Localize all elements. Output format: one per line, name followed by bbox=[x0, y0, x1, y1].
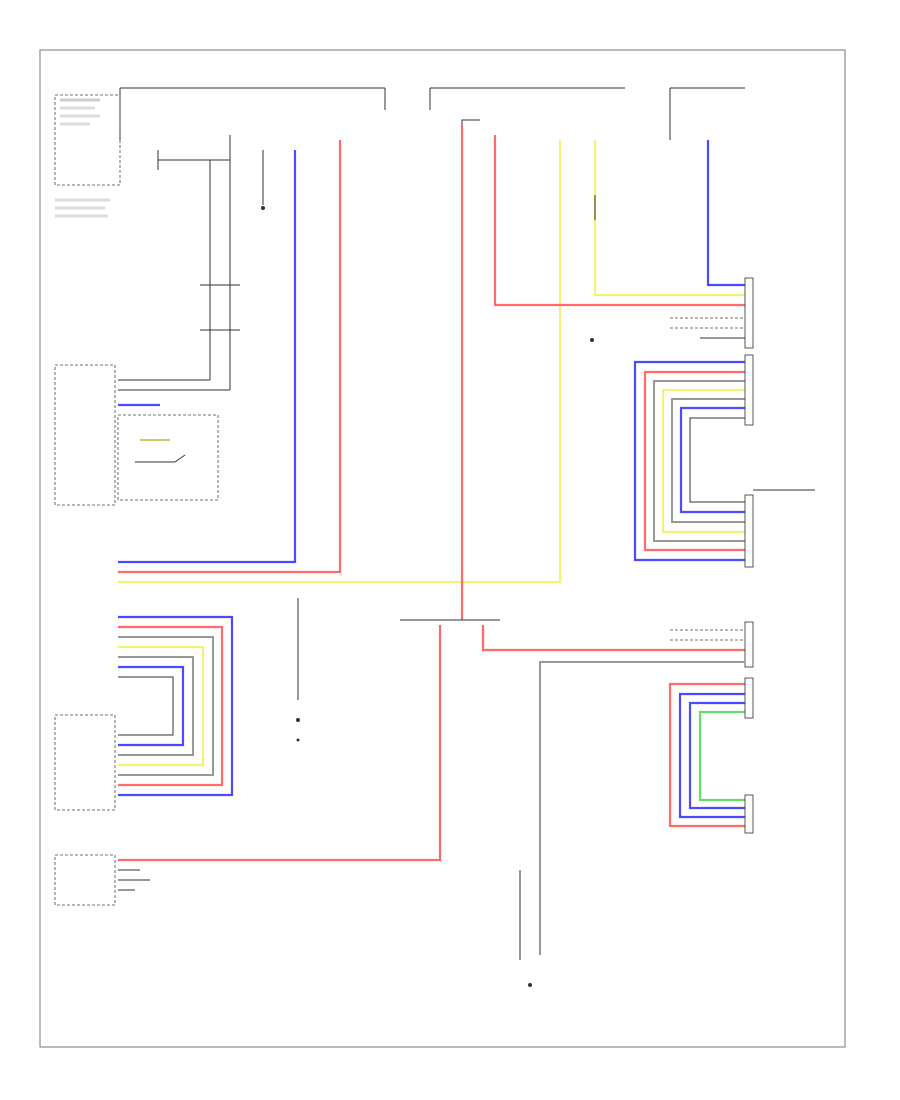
wire-blue-right-top bbox=[706, 140, 745, 287]
right-upper-connector bbox=[590, 277, 754, 349]
right-middle-bundle bbox=[633, 354, 815, 568]
upper-left-relay bbox=[157, 135, 265, 390]
top-left-component bbox=[54, 94, 121, 218]
wire-blue-left-main bbox=[118, 150, 297, 564]
bottom-left-module bbox=[54, 854, 150, 906]
top-power-bus bbox=[119, 87, 745, 140]
wire-red-lower-left bbox=[118, 625, 442, 862]
wire-yellow-center bbox=[118, 140, 562, 584]
wire-red-right-upper bbox=[493, 135, 745, 307]
right-lower-connector bbox=[519, 621, 754, 987]
wire-red-right-lower bbox=[481, 625, 745, 652]
wire-red-left-main bbox=[118, 140, 342, 574]
diagram-frame bbox=[39, 49, 846, 1048]
left-lower-bundle bbox=[54, 615, 234, 811]
right-lower-bundle bbox=[668, 677, 754, 834]
left-switch-module bbox=[54, 364, 230, 506]
central-junction bbox=[296, 598, 500, 742]
wire-yellow-right-upper bbox=[593, 140, 745, 297]
